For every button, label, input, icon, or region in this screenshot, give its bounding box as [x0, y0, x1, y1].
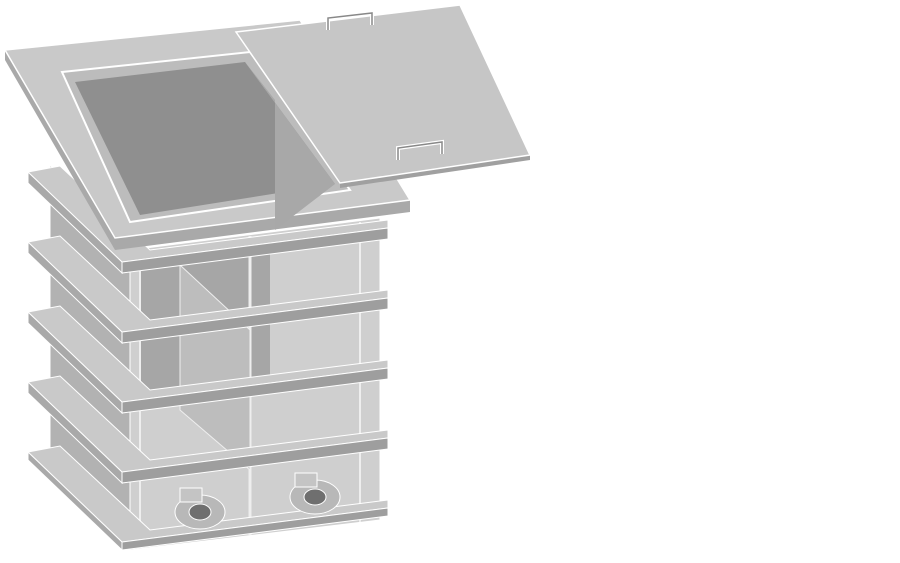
flange-front-edge	[121, 227, 389, 274]
pipe-nozzle-right	[289, 472, 341, 515]
pipe-nozzle-left	[174, 487, 226, 530]
flange-front-edge	[121, 507, 389, 551]
flange-4	[26, 375, 389, 485]
flange-2	[26, 235, 389, 345]
flange-front-edge	[121, 297, 389, 344]
lid-plate[interactable]	[234, 4, 532, 184]
lid-edge	[340, 155, 530, 188]
lid-handle-top[interactable]	[326, 10, 374, 30]
lid-handle-bottom[interactable]	[396, 139, 444, 160]
interior-side-wall	[245, 62, 335, 230]
flange-front-edge	[121, 367, 389, 414]
hinged-lid[interactable]	[234, 4, 532, 188]
pipe-nozzles	[174, 472, 341, 530]
base-plate	[26, 445, 389, 552]
flange-front-edge	[121, 437, 389, 484]
flange-3	[26, 305, 389, 415]
tank-interior	[75, 62, 335, 215]
